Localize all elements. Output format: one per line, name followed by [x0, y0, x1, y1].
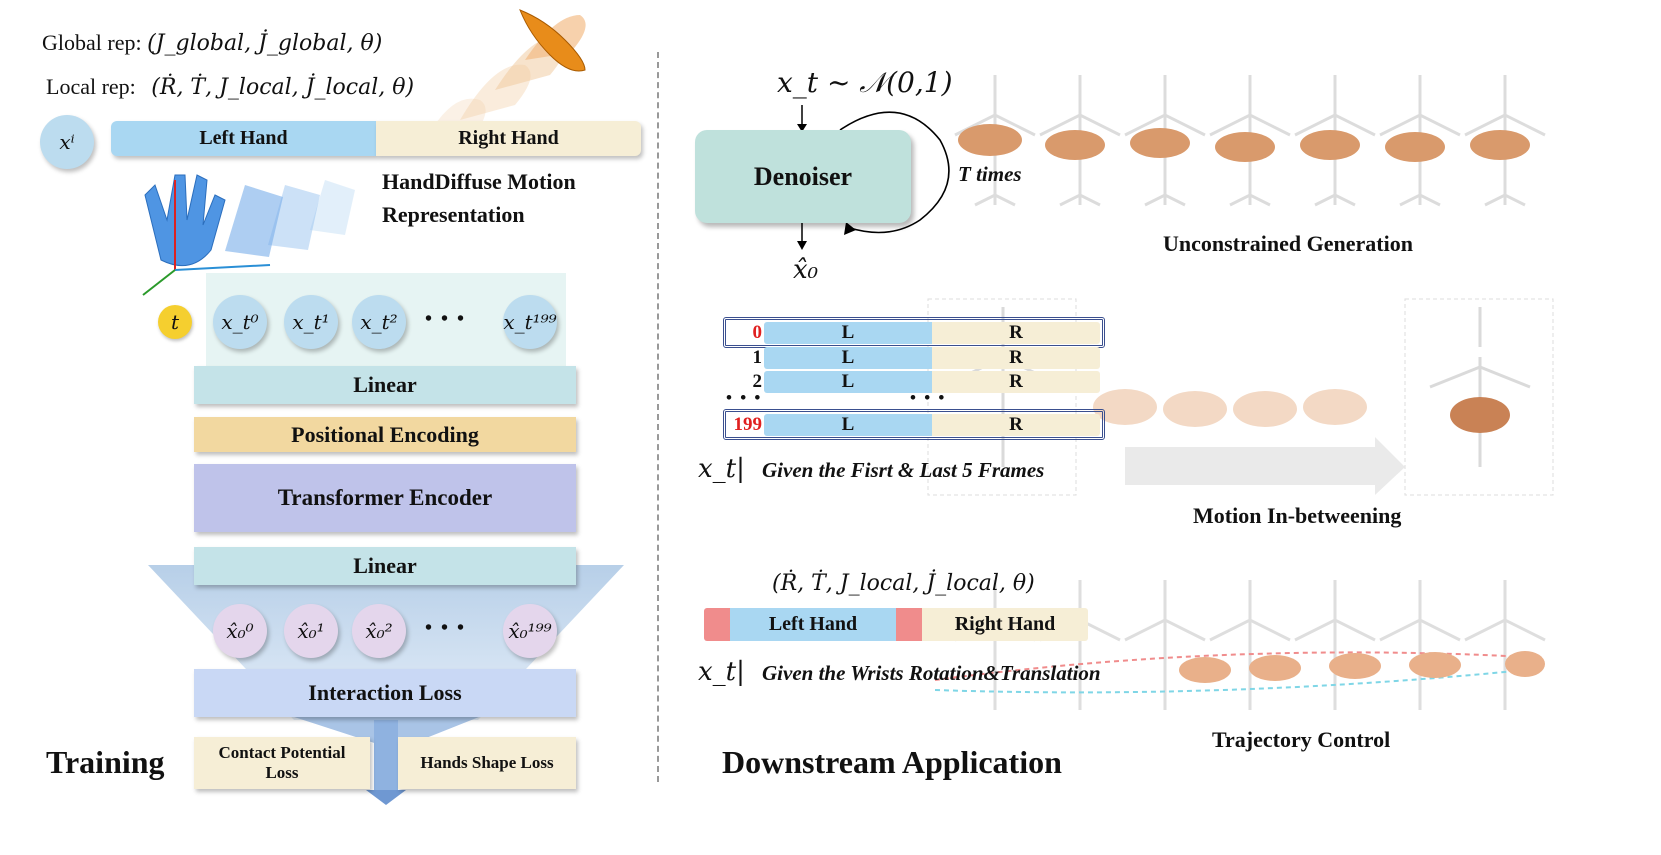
output-ellipsis: • • •: [425, 617, 467, 639]
frame-dots-right: • • •: [910, 388, 947, 407]
given-wrists-rotation-translation: Given the Wrists Rotation&Translation: [762, 661, 1101, 685]
frame-row-2-left: L: [764, 371, 932, 393]
denoiser-arrows: [797, 105, 950, 250]
global-rep-line: Global rep: (J_global, J̇_global, θ): [42, 30, 382, 56]
frame-199-highlight: [723, 409, 1105, 440]
frame-0-highlight: [723, 317, 1105, 348]
frame-row-2: L R: [764, 371, 1100, 393]
local-rep-line: Local rep: (Ṙ, Ṫ, J_local, J̇_local, θ): [46, 74, 414, 100]
frame-dots-left: • • •: [726, 388, 763, 407]
frame-row-2-right: R: [932, 371, 1100, 393]
interaction-loss-box: Interaction Loss: [194, 669, 576, 717]
input-token-199: x_t¹⁹⁹: [503, 295, 557, 349]
frame-row-199: L R: [764, 414, 1100, 436]
frame-row-1-left: L: [764, 347, 932, 369]
traj-left-wrist-marker: [704, 608, 730, 641]
representation-caption: HandDiffuse Motion Representation: [382, 165, 576, 231]
input-ellipsis: • • •: [425, 308, 467, 330]
representation-caption-line2: Representation: [382, 202, 525, 227]
downstream-application-label: Downstream Application: [722, 744, 1062, 780]
t-times-label: T times: [958, 162, 1022, 186]
frame-row-1: L R: [764, 347, 1100, 369]
inbetweening-image: [927, 298, 1554, 496]
local-rep-formula: (Ṙ, Ṫ, J_local, J̇_local, θ): [151, 75, 415, 100]
given-first-last-frames: Given the Fisrt & Last 5 Frames: [762, 458, 1045, 482]
unconstrained-generation-image: [954, 75, 1546, 207]
frame-index-199: 199: [733, 414, 763, 435]
trajectory-formula: (Ṙ, Ṫ, J_local, J̇_local, θ): [772, 571, 1035, 596]
global-rep-label: Global rep:: [42, 30, 142, 55]
noise-formula: x_t ~ 𝒩(0,1): [777, 66, 953, 99]
output-token-199: x̂₀¹⁹⁹: [503, 604, 557, 658]
frame-row-199-right: R: [932, 414, 1100, 436]
linear-layer-2: Linear: [194, 547, 576, 585]
trajectory-control-caption: Trajectory Control: [1212, 727, 1391, 752]
positional-encoding-layer: Positional Encoding: [194, 417, 576, 452]
local-rep-label: Local rep:: [46, 74, 136, 99]
transformer-encoder-layer: Transformer Encoder: [194, 464, 576, 532]
global-rep-formula: (J_global, J̇_global, θ): [147, 31, 383, 56]
panel-divider: [657, 52, 659, 782]
right-hand-segment: Right Hand: [376, 121, 641, 156]
training-label: Training: [46, 744, 165, 780]
left-hand-sequence-image: [142, 174, 355, 296]
motion-inbetweening-caption: Motion In-betweening: [1193, 503, 1402, 528]
traj-left-hand-segment: Left Hand: [730, 608, 896, 641]
output-token-1: x̂₀¹: [284, 604, 338, 658]
input-token-0: x_t⁰: [213, 295, 267, 349]
frame-index-2: 2: [752, 371, 763, 392]
trajectory-control-image: [935, 580, 1546, 710]
frame-row-199-left: L: [764, 414, 932, 436]
frame-row-0-left: L: [764, 322, 932, 344]
frame-index-1: 1: [752, 347, 763, 368]
output-token-0: x̂₀⁰: [213, 604, 267, 658]
traj-right-hand-segment: Right Hand: [922, 608, 1088, 641]
left-hand-segment: Left Hand: [111, 121, 376, 156]
traj-right-wrist-marker: [896, 608, 922, 641]
frame-row-0: L R: [764, 322, 1100, 344]
xt-given-label-2: x_t|: [698, 657, 745, 687]
unconstrained-generation-caption: Unconstrained Generation: [1163, 231, 1413, 256]
linear-layer-1: Linear: [194, 366, 576, 404]
input-token-2: x_t²: [352, 295, 406, 349]
xt-given-label-1: x_t|: [698, 454, 745, 484]
frame-index-0: 0: [752, 322, 763, 343]
hands-shape-loss-box: Hands Shape Loss: [398, 737, 576, 789]
xi-token: xⁱ: [40, 115, 94, 169]
input-token-1: x_t¹: [284, 295, 338, 349]
frame-row-1-right: R: [932, 347, 1100, 369]
timestep-token: t: [158, 305, 192, 339]
right-hand-sequence-image: [420, 9, 586, 150]
output-token-2: x̂₀²: [352, 604, 406, 658]
contact-potential-loss-box: Contact Potential Loss: [194, 737, 370, 789]
representation-caption-line1: HandDiffuse Motion: [382, 169, 576, 194]
denoiser-box: Denoiser: [695, 130, 911, 223]
frame-row-0-right: R: [932, 322, 1100, 344]
x0-hat-label: x̂₀: [793, 255, 819, 285]
